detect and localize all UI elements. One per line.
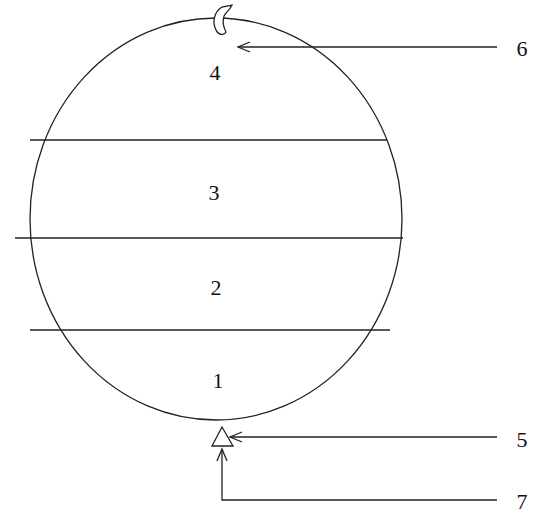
zone-line xyxy=(30,139,387,140)
fruit-outline-group xyxy=(15,5,497,500)
callout-number: 4 xyxy=(210,62,221,84)
callout-number: 5 xyxy=(517,429,528,451)
arrow-head xyxy=(238,42,250,52)
zone-line xyxy=(15,237,403,238)
callout-number: 6 xyxy=(517,38,528,60)
arrow-head xyxy=(230,432,242,442)
callout-number: 1 xyxy=(213,370,224,392)
leader-line xyxy=(222,449,497,500)
zone-line xyxy=(30,329,390,330)
leader-line xyxy=(230,436,497,437)
callout-number: 7 xyxy=(517,491,528,513)
leader-line xyxy=(238,46,497,47)
callout-number: 2 xyxy=(211,277,222,299)
callout-number: 3 xyxy=(209,182,220,204)
fruit-outline xyxy=(30,18,402,420)
arrow-head xyxy=(217,449,227,461)
stem-symbol xyxy=(214,5,232,34)
